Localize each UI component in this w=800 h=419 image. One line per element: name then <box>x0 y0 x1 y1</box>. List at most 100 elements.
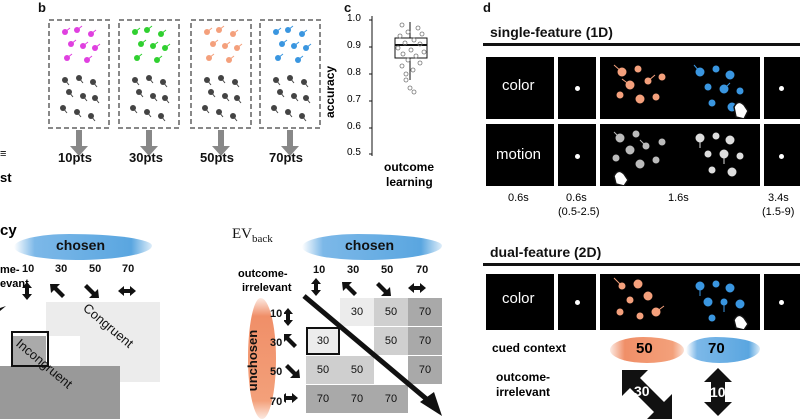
ev-col-10: 10 <box>313 264 326 276</box>
left-col-30: 30 <box>55 263 68 275</box>
cued-value-50: 50 <box>636 340 653 357</box>
irrelevant-arrow-icons <box>622 368 732 419</box>
motion-stimulus-dots <box>612 130 744 186</box>
ev-col-70: 70 <box>416 264 429 276</box>
left-arrow-icons <box>22 282 136 300</box>
ev-unchosen-label: unchosen <box>245 329 261 392</box>
stimulus-box <box>259 19 321 156</box>
panel-c-ticks <box>369 19 372 155</box>
panel-c-xlabel-2: learning <box>386 175 433 189</box>
pts-70: 70pts <box>269 150 303 165</box>
row-motion-label: motion <box>496 146 542 163</box>
ev-cell: 70 <box>306 385 340 413</box>
panel-c-xlabel-1: outcome <box>384 160 435 174</box>
stimulus-box <box>190 19 252 156</box>
ev-cell: 50 <box>374 298 408 326</box>
irrelevant-value-30: 30 <box>634 383 650 399</box>
dual-screen-label <box>486 274 554 330</box>
ev-cell: 30 <box>306 327 340 355</box>
ev-row-50: 50 <box>270 366 283 378</box>
irrelevant-value-10: 10 <box>710 384 726 400</box>
dual-row-color-label: color <box>502 290 535 307</box>
panel-b-letter: b <box>38 0 46 15</box>
left-partial-cy: cy <box>0 222 17 239</box>
timing-range-2: (1.5-9) <box>762 206 795 218</box>
dual-screen-stim <box>600 274 760 330</box>
ev-chosen-label: chosen <box>345 237 395 253</box>
pts-50: 50pts <box>200 150 234 165</box>
ev-unchosen-brush <box>248 298 276 419</box>
ev-col-50: 50 <box>381 264 394 276</box>
ev-cell: 70 <box>340 385 374 413</box>
tick-0-9: 0.9 <box>347 40 361 51</box>
fixation-dot-4 <box>779 154 784 159</box>
left-col-70: 70 <box>122 263 135 275</box>
ev-cell: 50 <box>340 356 374 384</box>
tick-1-0: 1.0 <box>347 13 361 24</box>
ev-back-label: EVback <box>232 226 273 245</box>
cued-value-70: 70 <box>708 340 725 357</box>
cued-brush-orange <box>610 337 684 363</box>
left-col-50: 50 <box>89 263 102 275</box>
ev-arrow-icons <box>284 278 426 403</box>
ev-cell: 70 <box>408 327 442 355</box>
panel-c-plot <box>369 16 428 156</box>
screen-color-label <box>486 57 554 119</box>
ev-cell: 50 <box>306 356 340 384</box>
left-me-label: me- <box>0 264 20 276</box>
cued-context-label: cued context <box>492 341 567 355</box>
timing-range-1: (0.5-2.5) <box>558 206 600 218</box>
tick-0-7: 0.7 <box>347 94 361 105</box>
ev-corner-1: outcome- <box>238 268 288 280</box>
ev-diagonal-arrow <box>302 294 442 416</box>
ev-cell: 70 <box>374 385 408 413</box>
tick-0-8: 0.8 <box>347 67 361 78</box>
ev-chosen-brush <box>302 234 442 260</box>
panel-d-letter: d <box>483 0 491 15</box>
fixation-dot-2 <box>779 86 784 91</box>
tick-0-6: 0.6 <box>347 121 361 132</box>
ev-cell: 50 <box>374 327 408 355</box>
left-partial-st: st <box>0 170 12 185</box>
ev-corner-2: irrelevant <box>242 282 292 294</box>
single-title-rule <box>483 43 800 46</box>
screen-motion-label <box>486 124 554 186</box>
cued-brush-blue <box>686 337 760 363</box>
dual-stimulus-dots <box>613 277 749 330</box>
fixation-dot-6 <box>779 300 784 305</box>
row-color-label: color <box>502 77 535 94</box>
outcome-irrelevant-1: outcome- <box>496 370 550 384</box>
outcome-irrelevant-2: irrelevant <box>496 385 551 399</box>
pts-30: 30pts <box>129 150 163 165</box>
panel-c-points <box>395 22 427 95</box>
fixation-dot <box>575 86 580 91</box>
fixation-dot-3 <box>575 154 580 159</box>
left-vant-label: evant <box>0 278 29 290</box>
ev-col-30: 30 <box>347 264 360 276</box>
timing-0-6s: 0.6s <box>508 192 529 204</box>
left-chosen-brush <box>14 234 152 260</box>
stimulus-box <box>118 19 180 156</box>
left-chosen-label: chosen <box>56 237 106 253</box>
ev-row-30: 30 <box>270 337 283 349</box>
dual-feature-title: dual-feature (2D) <box>490 244 602 260</box>
left-grid <box>0 282 160 419</box>
ev-cell: 70 <box>408 356 442 384</box>
tick-0-5: 0.5 <box>347 147 361 158</box>
ev-row-10: 10 <box>270 308 283 320</box>
timing-3-4s: 3.4s <box>768 192 789 204</box>
panel-c-ylabel: accuracy <box>323 65 337 118</box>
panel-c-letter: c <box>344 0 352 15</box>
timing-1-6s: 1.6s <box>668 192 689 204</box>
timing-0-6s-b: 0.6s <box>566 192 587 204</box>
ev-row-70: 70 <box>270 396 283 408</box>
left-col-10: 10 <box>22 263 35 275</box>
single-feature-title: single-feature (1D) <box>490 24 613 40</box>
left-partial-equiv: ≡ <box>0 148 7 160</box>
ev-cell: 30 <box>340 298 374 326</box>
color-stimulus-dots <box>613 64 749 119</box>
stimulus-box <box>48 19 110 156</box>
fixation-dot-5 <box>575 300 580 305</box>
dual-title-rule <box>483 263 800 266</box>
ev-cell: 70 <box>408 298 442 326</box>
